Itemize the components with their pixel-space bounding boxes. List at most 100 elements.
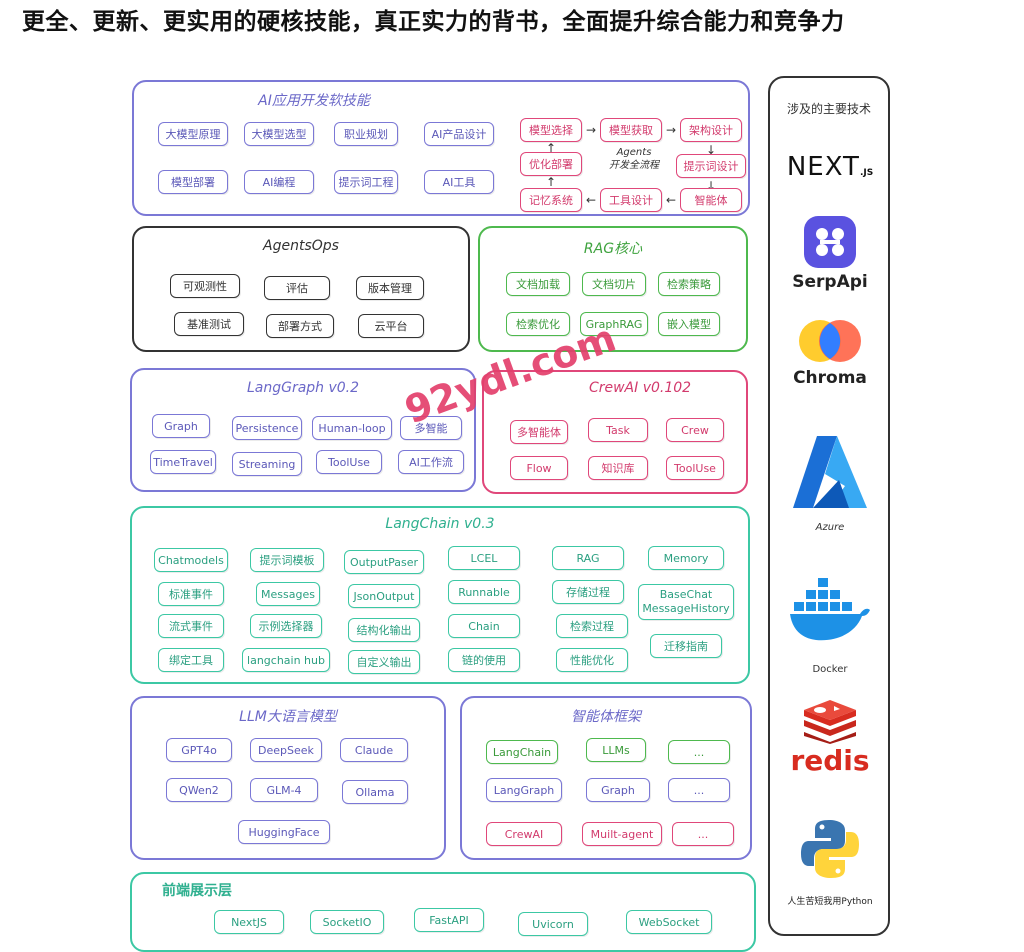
rag-panel: RAG核心 文档加载 文档切片 检索策略 检索优化 GraphRAG 嵌入模型 [478,226,748,352]
crewai-chip: 多智能体 [510,420,568,444]
skill-chip: 模型部署 [158,170,228,194]
langgraph-chip: Persistence [232,416,302,440]
serpapi-icon [804,216,856,268]
python-icon [801,820,859,878]
ops-chip: 部署方式 [266,314,334,338]
langchain-chip: 自定义输出 [348,650,420,674]
skill-chip: AI编程 [244,170,314,194]
agentsops-panel: AgentsOps 可观测性 评估 版本管理 基准测试 部署方式 云平台 [132,226,470,352]
tech-stack-diagram: AI应用开发软技能 大模型原理 大模型选型 职业规划 AI产品设计 模型部署 A… [124,74,894,952]
arrow-right-icon: → [586,123,597,137]
flow-step-chip: 架构设计 [680,118,742,142]
langgraph-title: LangGraph v0.2 [246,380,360,396]
arrow-up-icon: ↑ [546,175,557,189]
llm-chip: Ollama [342,780,408,804]
langchain-chip: 迁移指南 [650,634,722,658]
flow-step-chip: 模型选择 [520,118,582,142]
rag-chip: 文档切片 [582,272,646,296]
langchain-chip: 提示词模板 [250,548,324,572]
flow-step-chip: 模型获取 [600,118,662,142]
rag-chip: 检索优化 [506,312,570,336]
langgraph-chip: AI工作流 [398,450,464,474]
framework-chip: Graph [586,778,650,802]
langchain-chip: 流式事件 [158,614,224,638]
flow-step-chip: 优化部署 [520,152,582,176]
nextjs-wordmark: NEXT [786,152,860,182]
ops-chip: 可观测性 [170,274,240,298]
langchain-title: LangChain v0.3 [385,516,495,532]
flow-step-chip: 记忆系统 [520,188,582,212]
llm-chip: DeepSeek [250,738,322,762]
arrow-down-icon: ↓ [706,143,717,157]
frontend-chip: SocketIO [310,910,384,934]
langchain-chip: 检索过程 [556,614,628,638]
serpapi-logo: SerpApi [780,214,880,292]
framework-chip: Muilt-agent [582,822,662,846]
nextjs-logo: NEXT .JS [780,152,880,182]
langchain-chip: Chatmodels [154,548,228,572]
arrow-down-icon: ↓ [706,179,717,193]
langgraph-chip: 多智能 [400,416,462,440]
ops-chip: 基准测试 [174,312,244,336]
flow-step-chip: 智能体 [680,188,742,212]
docker-logo: Docker [780,574,880,675]
frontend-chip: FastAPI [414,908,484,932]
langchain-chip: 示例选择器 [250,614,322,638]
llm-chip: HuggingFace [238,820,330,844]
llm-chip: GPT4o [166,738,232,762]
docker-label: Docker [812,664,848,675]
rag-chip: 文档加载 [506,272,570,296]
arrow-right-icon: → [666,123,677,137]
nextjs-suffix: .JS [859,168,874,178]
chroma-label: Chroma [793,368,867,388]
crewai-chip: Crew [666,418,724,442]
langchain-chip: RAG [552,546,624,570]
langchain-chip: 绑定工具 [158,648,224,672]
framework-chip: ... [668,778,730,802]
flow-step-chip: 提示词设计 [676,154,746,178]
rag-title: RAG核心 [583,241,643,257]
llm-title: LLM大语言模型 [239,709,337,725]
skill-chip: 提示词工程 [334,170,398,194]
langchain-chip: 存储过程 [552,580,624,604]
ai-dev-skills-title: AI应用开发软技能 [258,93,370,109]
docker-icon [790,578,870,641]
flow-center-label: Agents 开发全流程 [596,146,672,172]
frontend-chip: WebSocket [626,910,712,934]
skill-chip: AI工具 [424,170,494,194]
framework-chip: CrewAI [486,822,562,846]
crewai-chip: Flow [510,456,568,480]
ai-dev-skills-panel: AI应用开发软技能 大模型原理 大模型选型 职业规划 AI产品设计 模型部署 A… [132,80,750,216]
page-headline: 更全、更新、更实用的硬核技能，真正实力的背书，全面提升综合能力和竞争力 [22,9,845,35]
azure-label: Azure [815,522,845,533]
flow-center-line2: 开发全流程 [609,160,659,171]
crewai-chip: Task [588,418,648,442]
agentsops-title: AgentsOps [263,238,339,254]
langchain-chip: 链的使用 [448,648,520,672]
chroma-logo: Chroma [780,318,880,388]
langchain-panel: LangChain v0.3 Chatmodels 标准事件 流式事件 绑定工具… [130,506,750,684]
tech-sidebar-title: 涉及的主要技术 [786,102,871,116]
crewai-panel: CrewAI v0.102 多智能体 Task Crew Flow 知识库 To… [482,370,748,494]
langchain-chip: Chain [448,614,520,638]
llm-panel: LLM大语言模型 GPT4o DeepSeek Claude QWen2 GLM… [130,696,446,860]
llm-chip: GLM-4 [250,778,318,802]
llm-chip: Claude [340,738,408,762]
rag-chip: 检索策略 [658,272,720,296]
ops-chip: 评估 [264,276,330,300]
crewai-chip: 知识库 [588,456,648,480]
skill-chip: 大模型选型 [244,122,314,146]
redis-label: redis [790,744,870,777]
langgraph-panel: LangGraph v0.2 Graph Persistence Human-l… [130,368,476,492]
skill-chip: 职业规划 [334,122,398,146]
agent-framework-title: 智能体框架 [571,709,641,725]
flow-center-line1: Agents [616,147,652,158]
flow-step-chip: 工具设计 [600,188,662,212]
crewai-chip: ToolUse [666,456,724,480]
langchain-chip: Runnable [448,580,520,604]
langchain-chip: JsonOutput [348,584,420,608]
python-label: 人生苦短我用Python [787,897,873,907]
azure-icon [793,436,867,508]
langgraph-chip: Human-loop [312,416,392,440]
skill-chip: AI产品设计 [424,122,494,146]
